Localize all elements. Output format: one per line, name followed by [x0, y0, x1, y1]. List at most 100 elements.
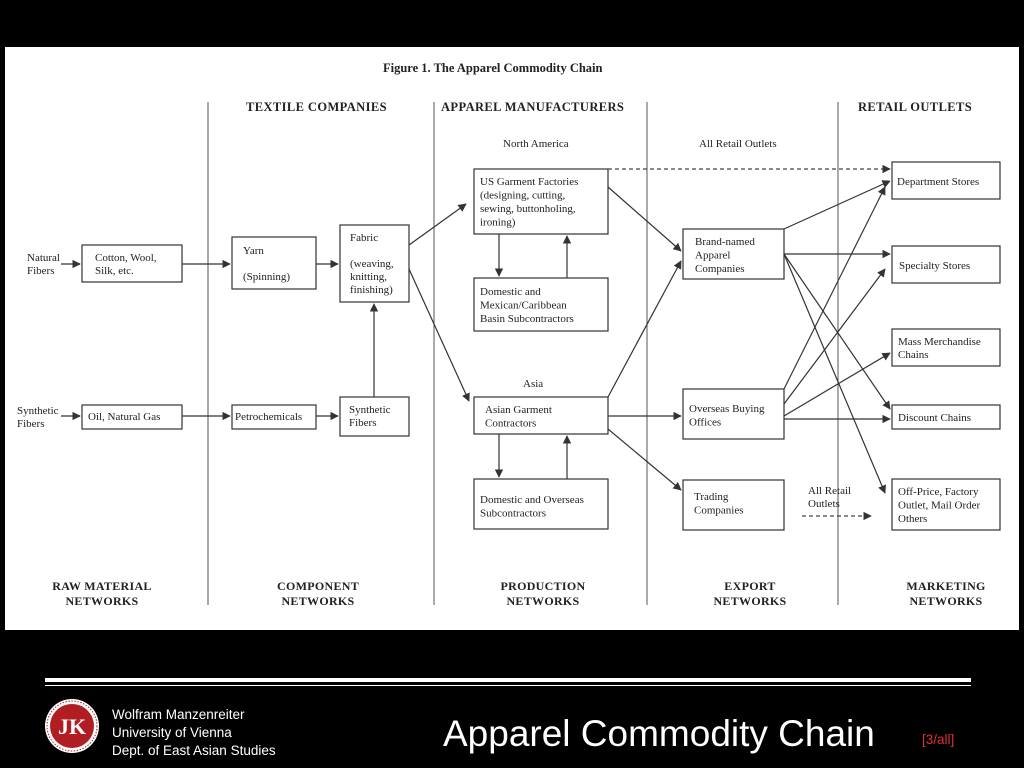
- box-yarn: [231, 236, 317, 290]
- label-synthetic-fibers-box-line: Synthetic: [349, 404, 391, 416]
- label-fabric-line: knitting,: [350, 271, 387, 283]
- label-raw-material-networks-line: NETWORKS: [65, 594, 138, 608]
- box-petrochemicals: [231, 404, 317, 430]
- label-asian-garment-contractors-line: Asian Garment: [485, 404, 552, 416]
- label-discount-chains: Discount Chains: [898, 412, 971, 424]
- subheader-north-america: North America: [503, 138, 569, 150]
- box-department-stores: [891, 161, 1001, 200]
- subheader-all-retail-outlets: All Retail Outlets: [699, 138, 777, 150]
- label-synthetic-fibers-line: Synthetic: [17, 405, 59, 417]
- arrow-fabric-to-asian: [408, 268, 470, 402]
- box-synthetic-fibers: [339, 396, 410, 437]
- box-discount-chains: [891, 404, 1001, 430]
- label-yarn-line: (Spinning): [243, 271, 290, 283]
- label-fabric-line: (weaving,: [350, 258, 394, 270]
- label-synthetic-fibers-line: Fibers: [17, 418, 45, 430]
- arrow-brand-to-department: [783, 180, 891, 230]
- label-marketing-networks-line: MARKETING: [906, 579, 985, 593]
- label-yarn-line: Yarn: [243, 245, 264, 257]
- footer-rule-thin: [45, 685, 971, 686]
- label-us-garment-factories-line: US Garment Factories: [480, 176, 578, 188]
- label-export-networks-line: EXPORT: [724, 579, 775, 593]
- box-off-price-factory-outlet: [891, 478, 1001, 531]
- arrow-asian-to-brand: [607, 260, 682, 398]
- figure-panel: Figure 1. The Apparel Commodity Chain TE…: [5, 47, 1019, 630]
- arrow-buying-to-specialty: [783, 268, 886, 405]
- label-oil-natural-gas-line: Oil, Natural Gas: [88, 411, 160, 423]
- logo-lettering: JK: [58, 714, 86, 739]
- label-yarn: Yarn (Spinning): [243, 245, 290, 283]
- label-brand-named-apparel-line: Companies: [695, 263, 745, 275]
- affiliation-university: University of Vienna: [112, 725, 232, 740]
- label-off-price-factory-outlet-line: Outlet, Mail Order: [898, 500, 981, 512]
- affiliation-department: Dept. of East Asian Studies: [112, 743, 276, 758]
- label-off-price-factory-outlet-line: Others: [898, 513, 927, 525]
- label-us-garment-factories-line: sewing, buttonholing,: [480, 203, 576, 215]
- label-natural-fibers-line: Natural: [27, 252, 60, 264]
- university-logo: JK: [45, 699, 99, 753]
- box-overseas-buying-offices: [682, 388, 785, 440]
- box-mass-merchandise-chains: [891, 328, 1001, 367]
- label-domestic-overseas-subcontractors-line: Subcontractors: [480, 508, 546, 520]
- label-department-stores: Department Stores: [897, 176, 979, 188]
- box-mexican-caribbean-subcontractors: [473, 277, 609, 332]
- header-retail-outlets: RETAIL OUTLETS: [858, 100, 972, 114]
- apparel-commodity-chain-diagram: Figure 1. The Apparel Commodity Chain TE…: [17, 61, 1001, 608]
- label-cotton-wool-silk-line: Cotton, Wool,: [95, 252, 157, 264]
- label-export-networks-line: NETWORKS: [713, 594, 786, 608]
- subheader-asia: Asia: [523, 378, 543, 390]
- label-brand-named-apparel-line: Brand-named: [695, 236, 755, 248]
- figure-title: Figure 1. The Apparel Commodity Chain: [383, 61, 603, 75]
- label-discount-chains-line: Discount Chains: [898, 412, 971, 424]
- label-trading-companies-line: Trading: [694, 491, 729, 503]
- label-mexican-caribbean-subcontractors-line: Domestic and: [480, 286, 541, 298]
- arrow-fabric-to-us: [408, 203, 467, 246]
- arrow-buying-to-mass: [783, 352, 891, 417]
- label-asian-garment-contractors-line: Contractors: [485, 418, 536, 430]
- label-component-networks-line: COMPONENT: [277, 579, 359, 593]
- label-us-garment-factories: US Garment Factories (designing, cutting,…: [480, 176, 578, 229]
- label-trading-companies-line: Companies: [694, 505, 744, 517]
- slide-title: Apparel Commodity Chain: [443, 713, 875, 754]
- label-brand-named-apparel-line: Apparel: [695, 250, 730, 262]
- label-specialty-stores-line: Specialty Stores: [899, 260, 970, 272]
- box-brand-named-apparel: [682, 228, 785, 280]
- label-raw-material-networks-line: RAW MATERIAL: [52, 579, 152, 593]
- box-us-garment-factories: [473, 168, 609, 235]
- label-oil-natural-gas: Oil, Natural Gas: [88, 411, 160, 423]
- label-overseas-buying-offices-line: Offices: [689, 417, 721, 429]
- header-textile-companies: TEXTILE COMPANIES: [246, 100, 387, 114]
- label-petrochemicals-line: Petrochemicals: [235, 411, 302, 423]
- box-cotton-wool-silk: [81, 244, 183, 283]
- label-mexican-caribbean-subcontractors-line: Basin Subcontractors: [480, 313, 574, 325]
- label-yarn-line: [243, 258, 246, 270]
- label-domestic-overseas-subcontractors-line: Domestic and Overseas: [480, 494, 584, 506]
- label-cotton-wool-silk: Cotton, Wool,Silk, etc.: [95, 252, 157, 277]
- label-all-retail-outlets-lower-line: Outlets: [808, 498, 840, 510]
- label-petrochemicals: Petrochemicals: [235, 411, 302, 423]
- box-asian-garment-contractors: [473, 396, 609, 435]
- footer-rule-thick: [45, 678, 971, 682]
- label-fabric: Fabric (weaving,knitting,finishing): [350, 232, 394, 296]
- header-apparel-manufacturers: APPAREL MANUFACTURERS: [441, 100, 624, 114]
- arrow-us-to-brand: [607, 186, 682, 252]
- label-component-networks-line: NETWORKS: [281, 594, 354, 608]
- label-department-stores-line: Department Stores: [897, 176, 979, 188]
- label-us-garment-factories-line: (designing, cutting,: [480, 190, 565, 202]
- label-natural-fibers-line: Fibers: [27, 265, 55, 277]
- label-all-retail-outlets-lower-line: All Retail: [808, 485, 851, 497]
- label-overseas-buying-offices-line: Overseas Buying: [689, 403, 765, 415]
- slide-counter: [3/all]: [922, 732, 955, 747]
- label-production-networks-line: PRODUCTION: [500, 579, 585, 593]
- label-mass-merchandise-chains-line: Chains: [898, 349, 929, 361]
